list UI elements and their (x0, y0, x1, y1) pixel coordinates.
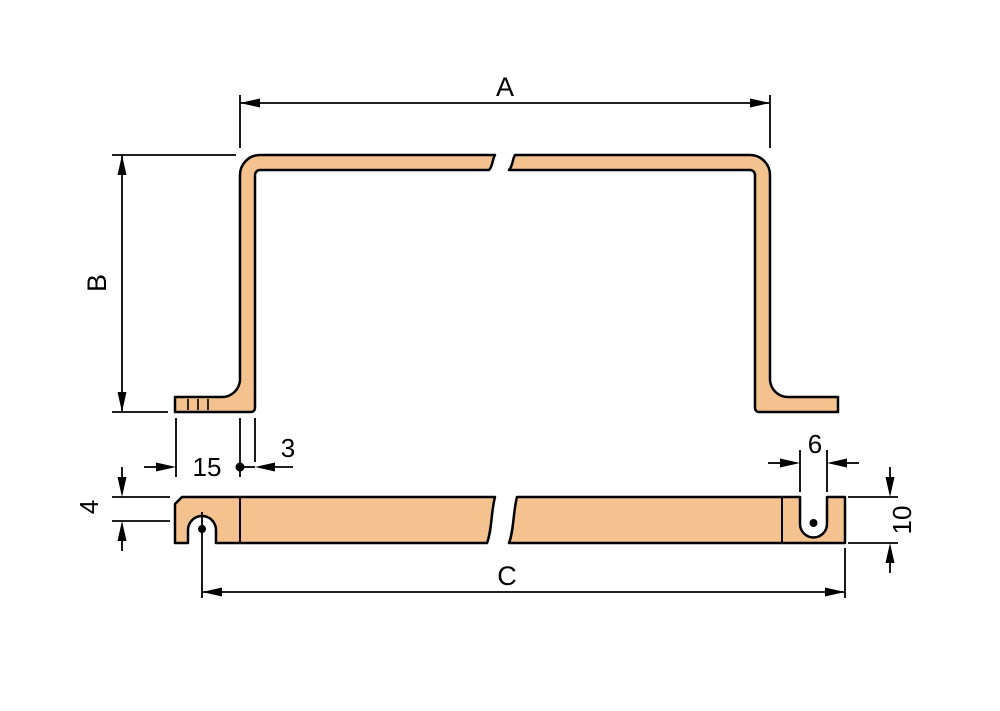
arrowhead (885, 543, 895, 563)
dimension-3: 3 (240, 418, 295, 472)
dimension-label-C: C (497, 561, 517, 591)
dimension-C: C (201, 512, 846, 598)
arrowhead (240, 98, 260, 108)
bracket-right-half (507, 153, 840, 414)
dimension-label-B: B (82, 274, 112, 292)
arrowhead (202, 587, 222, 597)
arrowhead (117, 392, 127, 412)
arrowhead (827, 458, 847, 468)
plate-right-half (507, 495, 847, 545)
arrowhead (156, 462, 176, 472)
dimension-label-3: 3 (281, 433, 295, 463)
plate-left-half (173, 495, 497, 545)
dimension-6: 6 (768, 429, 859, 492)
slot-center-mark (809, 519, 818, 527)
dimension-10: 10 (848, 467, 917, 573)
dimension-4: 4 (74, 467, 170, 551)
arrowhead (885, 477, 895, 497)
bracket-left-half (173, 153, 497, 414)
arrowhead (117, 155, 127, 175)
arrowhead (825, 587, 845, 597)
arrowhead (255, 462, 275, 472)
dimension-B: B (82, 154, 236, 413)
dimension-label-10: 10 (887, 506, 917, 535)
dimension-label-A: A (496, 72, 514, 102)
dimension-label-4: 4 (74, 500, 104, 514)
arrowhead (780, 458, 800, 468)
arrowhead (117, 477, 127, 497)
dimension-A: A (239, 72, 771, 148)
plate-bottom-view (173, 495, 847, 545)
bracket-front-view (173, 153, 840, 414)
dimension-label-15: 15 (193, 452, 222, 482)
dimension-15: 15 (144, 418, 245, 482)
arrowhead (117, 521, 127, 541)
arrowhead (750, 98, 770, 108)
dimension-label-6: 6 (808, 429, 822, 459)
